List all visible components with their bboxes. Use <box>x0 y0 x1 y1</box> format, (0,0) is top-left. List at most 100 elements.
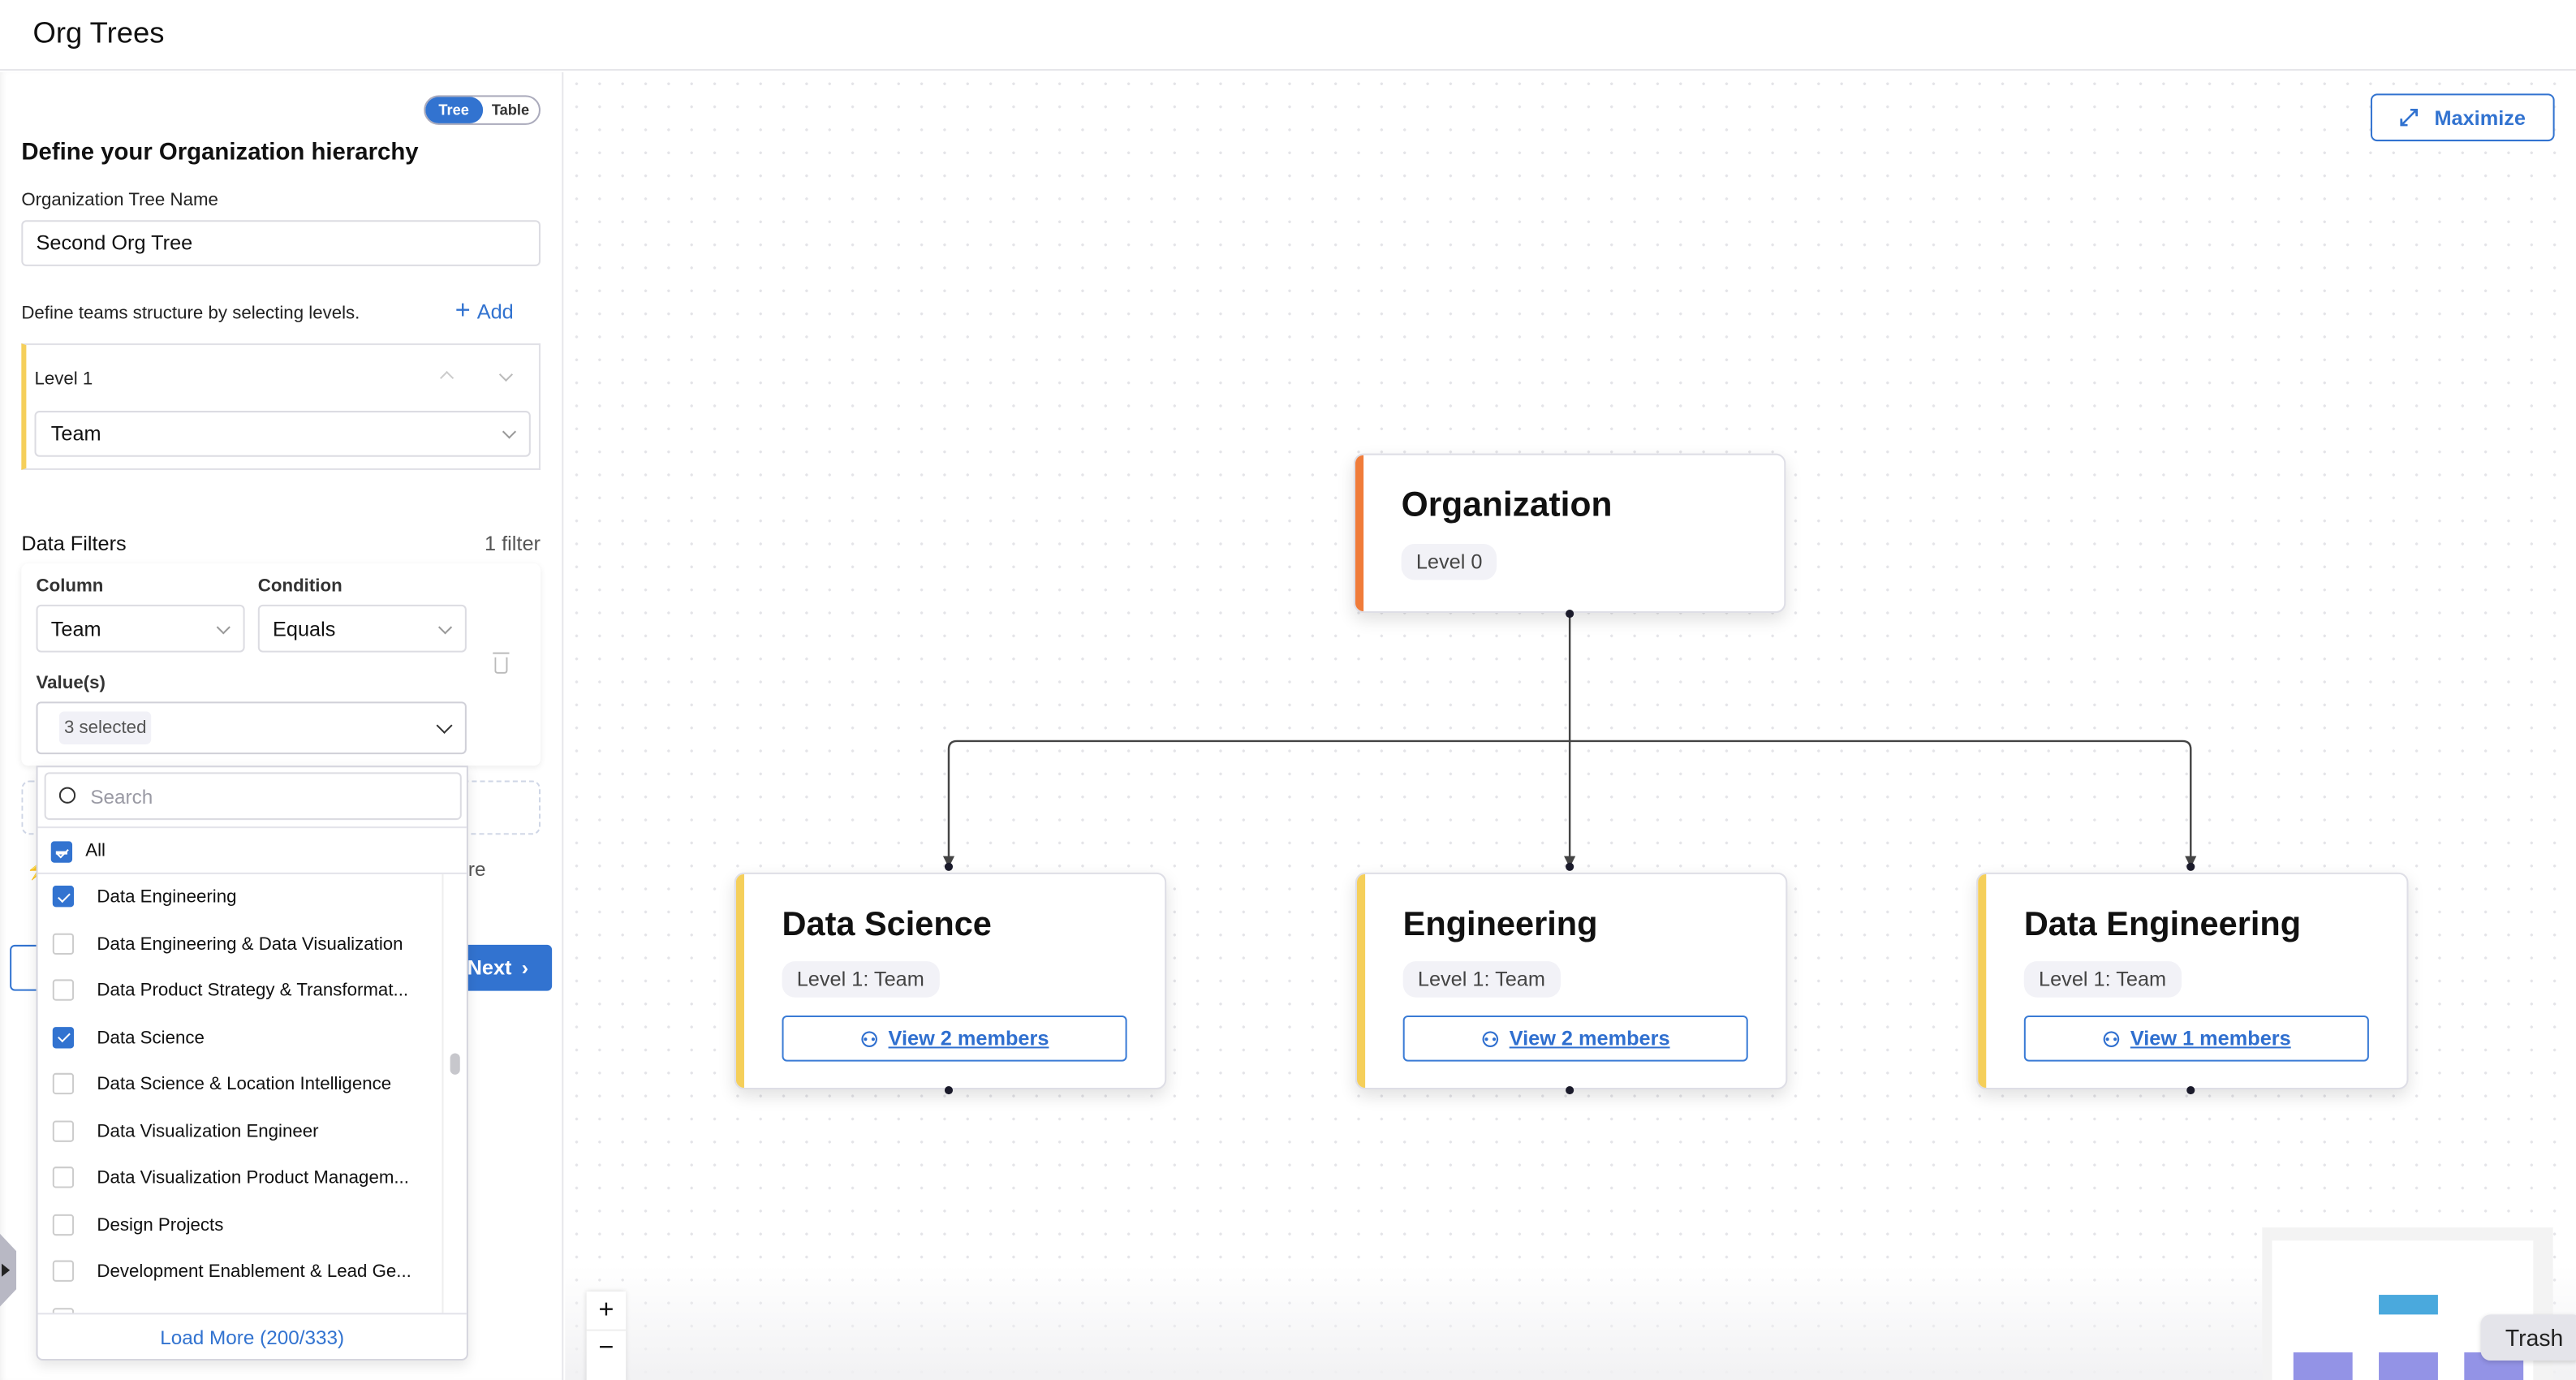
values-label: Value(s) <box>36 673 106 694</box>
dropdown-option[interactable]: Data Engineering <box>38 874 444 921</box>
node-handle[interactable] <box>1566 1085 1574 1095</box>
node-handle[interactable] <box>2186 862 2195 871</box>
indeterminate-checkbox[interactable] <box>50 841 73 863</box>
level-color-bar <box>1356 873 1366 1089</box>
node-handle[interactable] <box>944 1085 954 1095</box>
org-node-child[interactable]: Data Science Level 1: Team ⚇ View 2 membe… <box>734 872 1167 1090</box>
select-all-row[interactable]: All <box>37 826 467 874</box>
maximize-button[interactable]: ⤢ Maximize <box>2370 93 2555 142</box>
condition-select[interactable]: Equals <box>257 604 467 653</box>
app-header: Org Trees <box>0 0 2576 71</box>
column-label: Column <box>36 576 104 597</box>
dropdown-search-input[interactable]: Search <box>44 772 462 821</box>
scrollbar-thumb[interactable] <box>450 1053 460 1075</box>
view-members-button[interactable]: ⚇ View 2 members <box>782 1015 1127 1062</box>
panel-heading: Define your Organization hierarchy <box>21 140 419 166</box>
option-checkbox[interactable] <box>52 886 75 908</box>
trash-tooltip: Trash <box>2480 1314 2576 1361</box>
level-select[interactable]: Team <box>34 411 531 457</box>
option-checkbox[interactable] <box>52 932 75 955</box>
dropdown-option[interactable]: Data Engineering & Data Visualization <box>38 921 444 968</box>
node-title: Data Science <box>782 905 992 943</box>
tree-name-input[interactable]: Second Org Tree <box>21 220 541 266</box>
level-badge: Level 1: Team <box>1402 961 1561 998</box>
option-checkbox[interactable] <box>52 1026 75 1048</box>
level-badge: Level 1: Team <box>782 961 940 998</box>
option-checkbox[interactable] <box>52 1072 75 1095</box>
values-select[interactable]: 3 selected <box>36 701 467 755</box>
minimap[interactable] <box>2262 1227 2553 1380</box>
option-label: Data Science <box>97 1028 205 1048</box>
level-label: Level 1 <box>34 369 93 390</box>
node-handle[interactable] <box>2186 1085 2195 1095</box>
level-badge: Level 1: Team <box>2023 961 2182 998</box>
option-checkbox[interactable] <box>52 1307 75 1313</box>
node-title: Organization <box>1401 486 1613 524</box>
option-label: Data Product Strategy & Transformat... <box>97 981 409 1001</box>
condition-label: Condition <box>257 576 342 597</box>
option-label: Data Science & Location Intelligence <box>97 1074 392 1095</box>
page-title: Org Trees <box>32 16 165 50</box>
dropdown-option[interactable]: Data Science <box>38 1015 444 1061</box>
option-label: Data Engineering & Data Visualization <box>97 934 403 955</box>
minus-icon <box>55 851 67 855</box>
view-members-button[interactable]: ⚇ View 1 members <box>2023 1015 2369 1062</box>
toggle-table[interactable]: Table <box>491 101 530 119</box>
filters-title: Data Filters <box>21 532 127 556</box>
trash-icon[interactable] <box>493 652 510 674</box>
sidebar-expand-handle[interactable] <box>0 1232 17 1309</box>
node-handle[interactable] <box>944 862 954 871</box>
dropdown-option[interactable]: Development Enablement & Lead Ge... <box>38 1248 444 1295</box>
node-handle[interactable] <box>1566 862 1574 871</box>
expand-icon: ⤢ <box>2399 103 2419 130</box>
option-label: Design Projects <box>97 1214 224 1236</box>
option-checkbox[interactable] <box>52 1213 75 1236</box>
levels-hint: Define teams structure by selecting leve… <box>21 304 360 324</box>
dropdown-option[interactable]: Data Product Strategy & Transformat... <box>38 968 444 1014</box>
condition-value: Equals <box>273 617 336 640</box>
node-title: Data Engineering <box>2023 905 2302 943</box>
dropdown-option[interactable]: Data Visualization Product Managem... <box>38 1155 444 1201</box>
node-handle[interactable] <box>1566 609 1574 619</box>
column-select[interactable]: Team <box>36 604 245 653</box>
members-label: View 1 members <box>2130 1027 2291 1050</box>
toggle-tree[interactable]: Tree <box>425 97 483 123</box>
tree-name-label: Organization Tree Name <box>21 190 218 211</box>
node-title: Engineering <box>1402 905 1598 943</box>
option-checkbox[interactable] <box>52 1119 75 1141</box>
users-icon: ⚇ <box>2101 1028 2121 1051</box>
members-label: View 2 members <box>888 1027 1049 1050</box>
option-label: Data Engineering <box>97 887 237 908</box>
dropdown-option[interactable]: Design Projects <box>38 1202 444 1248</box>
search-placeholder: Search <box>90 784 153 808</box>
canvas-fade <box>565 1265 2576 1380</box>
org-node-root[interactable]: Organization Level 0 <box>1353 453 1786 614</box>
maximize-label: Maximize <box>2434 106 2526 129</box>
minimap-root-node <box>2379 1295 2438 1315</box>
level-color-bar <box>735 873 744 1089</box>
option-checkbox[interactable] <box>52 1260 75 1282</box>
level-badge: Level 0 <box>1401 544 1497 580</box>
zoom-out-button[interactable]: − <box>598 1334 614 1363</box>
dropdown-option-partial[interactable] <box>38 1296 444 1313</box>
chevron-right-icon: › <box>521 956 529 980</box>
view-members-button[interactable]: ⚇View 2 members <box>1402 1015 1748 1062</box>
users-icon: ⚇ <box>859 1028 879 1051</box>
option-checkbox[interactable] <box>52 979 75 1001</box>
load-more-button[interactable]: Load More (200/333) <box>37 1313 467 1361</box>
minimap-child-node <box>2293 1352 2353 1380</box>
org-node-child[interactable]: Data Engineering Level 1: Team ⚇ View 1 m… <box>1976 872 2409 1090</box>
zoom-in-button[interactable]: + <box>586 1292 627 1331</box>
option-checkbox[interactable] <box>52 1167 75 1188</box>
dropdown-scrollbar[interactable] <box>442 873 467 1313</box>
minimap-child-node <box>2379 1352 2438 1380</box>
dropdown-option[interactable]: Data Science & Location Intelligence <box>38 1062 444 1108</box>
add-level-button[interactable]: +Add <box>455 298 514 324</box>
dropdown-option[interactable]: Data Visualization Engineer <box>38 1108 444 1154</box>
filter-card: Column Condition Team Equals Value(s) 3 … <box>21 563 541 766</box>
column-value: Team <box>50 617 101 640</box>
view-toggle[interactable]: Tree Table <box>424 95 541 125</box>
filters-count: 1 filter <box>485 532 541 556</box>
members-label: View 2 members <box>1509 1027 1670 1050</box>
org-node-child[interactable]: Engineering Level 1: Team ⚇View 2 member… <box>1355 872 1788 1090</box>
